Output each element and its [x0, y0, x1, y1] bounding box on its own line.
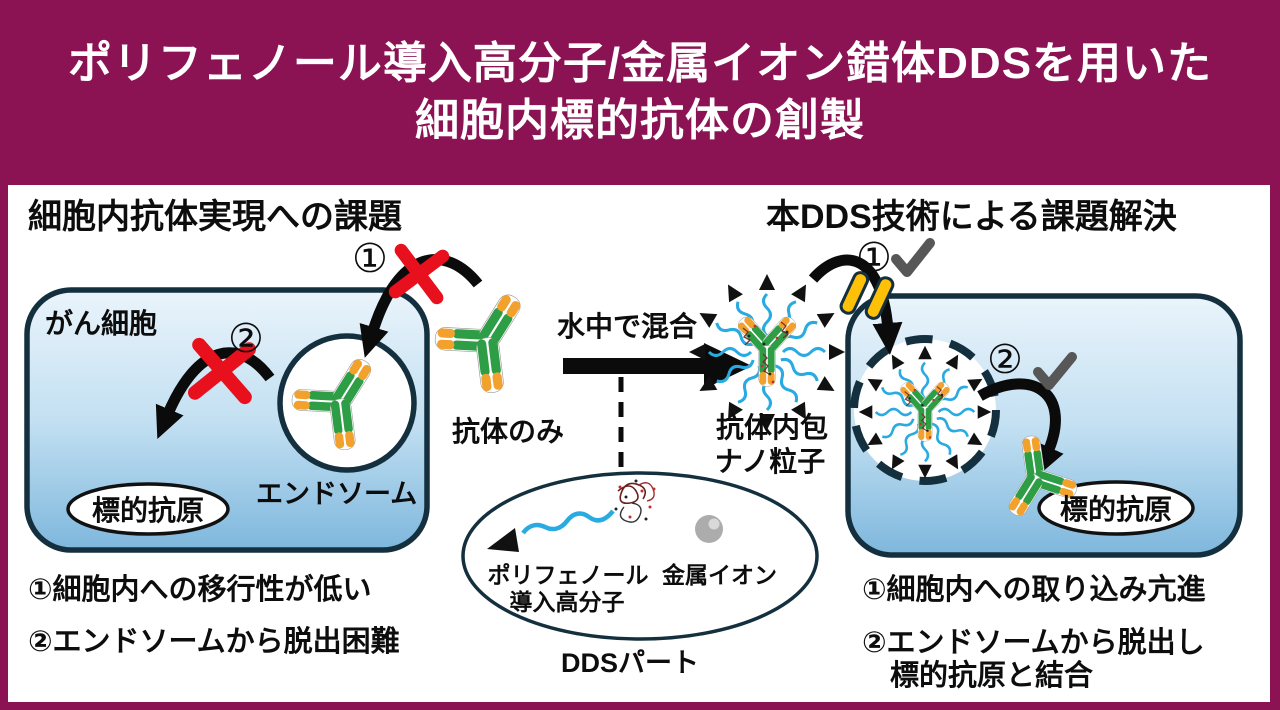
right-step2-arrow-icon: [977, 378, 1064, 477]
antibody-only-icon: [435, 291, 524, 394]
polymer-label-line2: 導入高分子: [509, 589, 625, 615]
nanoparticle-label-line1: 抗体内包: [715, 412, 829, 443]
nanoparticle-label-line2: ナノ粒子: [714, 446, 826, 477]
polyphenol-tangle-icon: [614, 479, 656, 523]
page-title-line2: 細胞内標的抗体の創製: [415, 95, 865, 145]
right-antigen-ellipse: [1037, 480, 1195, 536]
dds-part-label: DDSパート: [560, 648, 700, 678]
left-note2: ②エンドソームから脱出困難: [28, 626, 400, 658]
metal-ion-label: 金属イオン: [662, 562, 777, 588]
left-antigen-label: 標的抗原: [91, 495, 205, 526]
right-note2-line1: ②エンドソームから脱出し: [862, 627, 1205, 659]
mix-label: 水中で混合: [557, 311, 698, 342]
right-note2-line2: 標的抗原と結合: [890, 660, 1094, 692]
left-panel-heading: 細胞内抗体実現への課題: [28, 198, 402, 236]
right-step2-badge: ②: [987, 338, 1023, 382]
dds-part-ellipse: [461, 471, 819, 641]
left-step1-badge: ①: [352, 237, 388, 281]
left-note1: ①細胞内への移行性が低い: [28, 574, 372, 606]
right-antigen-label: 標的抗原: [1059, 494, 1173, 525]
left-step2-badge: ②: [228, 317, 264, 361]
left-step1-arrow-icon: [359, 254, 483, 358]
right-note1: ①細胞内への取り込み亢進: [862, 574, 1206, 606]
left-antigen-ellipse: [66, 482, 230, 536]
checkmark-icon: [1033, 352, 1077, 390]
metal-ion-icon: [695, 515, 723, 543]
endosome-label: エンドソーム: [256, 479, 418, 509]
right-panel-heading: 本DDS技術による課題解決: [766, 198, 1177, 236]
cross-icon: [388, 243, 450, 305]
checkmark-icon: [891, 238, 935, 277]
polymer-label-line1: ポリフェノール: [487, 562, 649, 588]
polymer-squiggle-icon: [487, 509, 615, 552]
title-banner: ポリフェノール導入高分子/金属イオン錯体DDSを用いた 細胞内標的抗体の創製: [0, 0, 1280, 185]
page-title-line1: ポリフェノール導入高分子/金属イオン錯体DDSを用いた: [67, 39, 1213, 89]
left-step2-arrow-icon: [155, 347, 275, 440]
cross-icon: [188, 337, 256, 405]
antibody-only-label: 抗体のみ: [452, 416, 565, 447]
right-step1-badge: ①: [856, 236, 892, 280]
membrane-gate-icon: [839, 271, 895, 320]
cancer-cell-label: がん細胞: [45, 308, 158, 339]
page-title: ポリフェノール導入高分子/金属イオン錯体DDSを用いた 細胞内標的抗体の創製: [68, 36, 1212, 149]
